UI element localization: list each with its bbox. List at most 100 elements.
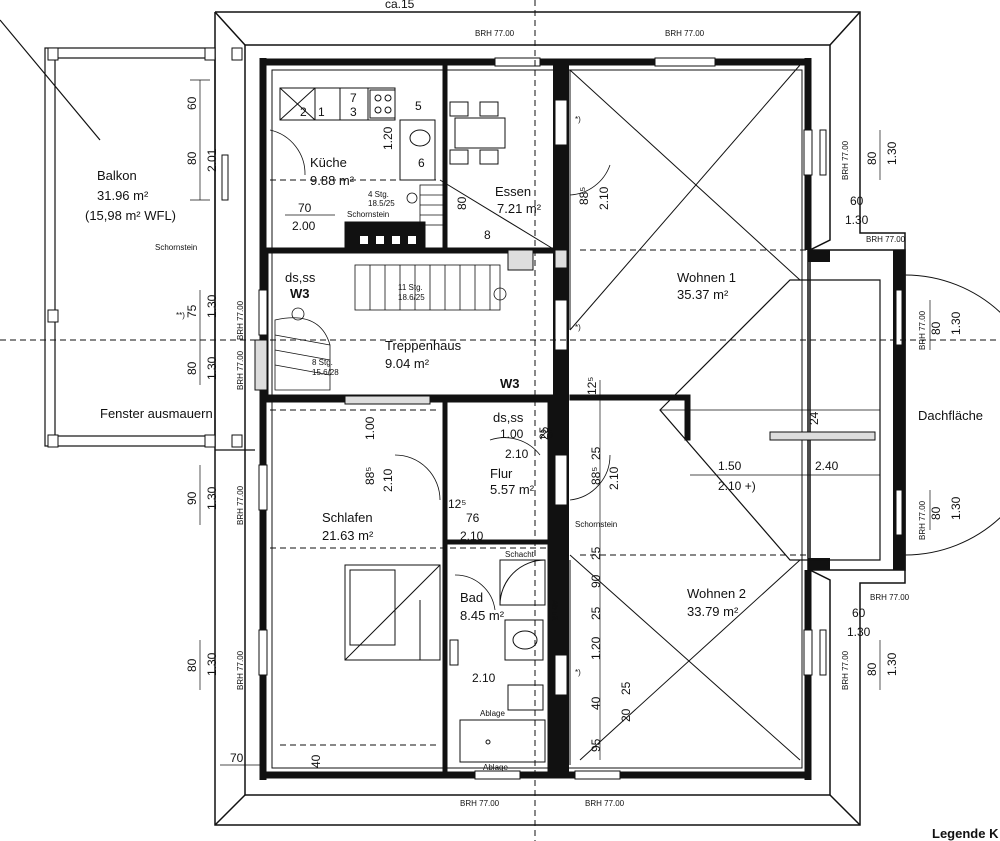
kitchen-num-5: 5: [415, 99, 422, 113]
dim-130-dormer-bottom: 1.30: [949, 496, 963, 520]
label-stg4: 4 Stg.: [368, 190, 389, 199]
label-stg11-sub: 18.6/25: [398, 293, 425, 302]
dim-25-flur-a: 25: [589, 446, 603, 460]
dim-210-schlafen: 2.10: [381, 468, 395, 492]
dormer: [659, 249, 906, 571]
label-brh-top-1: BRH 77.00: [475, 29, 515, 38]
kitchen-counter: [279, 87, 436, 181]
label-starstar: **): [176, 311, 185, 320]
room-area-kueche: 9.88 m²: [310, 173, 355, 188]
room-name-treppenhaus: Treppenhaus: [385, 338, 462, 353]
label-star-1: *): [575, 115, 581, 124]
label-stg8: 8 Stg.: [312, 358, 333, 367]
dim-90-left: 90: [185, 491, 199, 505]
room-name-balkon: Balkon: [97, 168, 137, 183]
kitchen-num-2: 2: [300, 105, 307, 119]
dim-130-bottom: 1.30: [847, 625, 871, 639]
dim-240: 2.40: [815, 459, 839, 473]
label-stg8-sub: 15.6/28: [312, 368, 339, 377]
label-stg4-sub: 18.5/25: [368, 199, 395, 208]
label-w3-left: W3: [290, 286, 310, 301]
chimney-flues: [360, 236, 416, 244]
dim-90-center: 90: [589, 574, 603, 588]
room-area-wohnen1: 35.37 m²: [677, 287, 729, 302]
dim-210-flur: 2.10: [607, 466, 621, 490]
label-brh-left-3: BRH 77.00: [236, 485, 245, 525]
label-brh-dormer-top: BRH 77.00: [866, 235, 906, 244]
room-name-dachflaeche: Dachfläche: [918, 408, 983, 423]
label-brh-left-2: BRH 77.00: [236, 350, 245, 390]
bed: [344, 564, 441, 661]
room-area-bad: 8.45 m²: [460, 608, 505, 623]
dim-25-center-b: 25: [619, 681, 633, 695]
roof-diagonals: [439, 64, 801, 765]
dim-60-top: 60: [850, 194, 864, 208]
dim-130-top: 1.30: [845, 213, 869, 227]
dim-885-schlafen: 88⁵: [363, 467, 377, 485]
balkon-outline: [0, 19, 255, 451]
room-name-flur: Flur: [490, 466, 513, 481]
room-area-flur: 5.57 m²: [490, 482, 535, 497]
room-name-wohnen2: Wohnen 2: [687, 586, 746, 601]
label-schornstein-kueche: Schornstein: [347, 210, 389, 219]
label-brh-bottom-1: BRH 77.00: [460, 799, 500, 808]
stairs: [274, 184, 507, 391]
label-brh-dormer-2: BRH 77.00: [918, 500, 927, 540]
room-name-essen: Essen: [495, 184, 531, 199]
dim-70-kueche: 70: [298, 201, 312, 215]
dim-75-left: 75: [185, 304, 199, 318]
label-brh-left-1: BRH 77.00: [236, 300, 245, 340]
dachflaeche-arc: [904, 274, 1000, 556]
kitchen-num-8: 8: [484, 228, 491, 242]
dim-70-bottom: 70: [230, 751, 244, 765]
dim-150: 1.50: [718, 459, 742, 473]
label-schornstein-flur: Schornstein: [575, 520, 617, 529]
label-brh-dormer-1: BRH 77.00: [918, 310, 927, 350]
dim-20-center: 20: [619, 708, 633, 722]
room-area-essen: 7.21 m²: [497, 201, 542, 216]
dim-885-flur: 88⁵: [589, 467, 603, 485]
dim-130-left-1: 1.30: [205, 294, 219, 318]
center-wall: [553, 62, 569, 772]
dim-120-kueche: 1.20: [381, 126, 395, 150]
kitchen-num-1: 1: [318, 105, 325, 119]
label-ablage-2: Ablage: [483, 763, 508, 772]
label-brh-right-2: BRH 77.00: [841, 650, 850, 690]
label-dsss-flur: ds,ss: [493, 410, 524, 425]
label-schornstein-left: Schornstein: [155, 243, 197, 252]
dim-flur-76: 76: [466, 511, 480, 525]
dim-130-left-2: 1.30: [205, 356, 219, 380]
dim-125-center: 12⁵: [585, 377, 599, 395]
dim-95-center: 95: [589, 738, 603, 752]
dim-130-right-bottom: 1.30: [885, 652, 899, 676]
dimension-lines: [190, 79, 931, 766]
label-w3-center: W3: [500, 376, 520, 391]
dim-flur-210b: 2.10: [460, 529, 484, 543]
dim-flur-210: 2.10: [505, 447, 529, 461]
dim-80-dormer-bottom: 80: [929, 506, 943, 520]
balkon-posts: [47, 47, 243, 448]
label-brh-right-1: BRH 77.00: [841, 140, 850, 180]
dim-flur-100: 1.00: [500, 427, 524, 441]
dim-885-essen: 88⁵: [577, 187, 591, 205]
dim-40-center: 40: [589, 696, 603, 710]
label-schacht: Schacht: [505, 550, 535, 559]
label-fenster-ausmauern: Fenster ausmauern: [100, 406, 213, 421]
dim-40-bottom: 40: [309, 754, 323, 768]
room-area-schlafen: 21.63 m²: [322, 528, 374, 543]
label-ca15: ca.15: [385, 0, 415, 11]
dim-80-right-bottom: 80: [865, 662, 879, 676]
dim-210-essen: 2.10: [597, 186, 611, 210]
hatched-walls: [254, 249, 876, 441]
label-brh-bottom-2: BRH 77.00: [585, 799, 625, 808]
dim-flur-25: 25: [540, 427, 554, 441]
dim-80-balkon: 80: [185, 151, 199, 165]
label-brh-left-4: BRH 77.00: [236, 650, 245, 690]
label-abluft: Abluft: [550, 600, 559, 621]
dim-24-dormer: 24: [807, 411, 821, 425]
dim-25-center: 25: [589, 606, 603, 620]
label-brh-top-2: BRH 77.00: [665, 29, 705, 38]
dim-80-left-1: 80: [185, 361, 199, 375]
dim-200-kueche: 2.00: [292, 219, 316, 233]
room-name-bad: Bad: [460, 590, 483, 605]
